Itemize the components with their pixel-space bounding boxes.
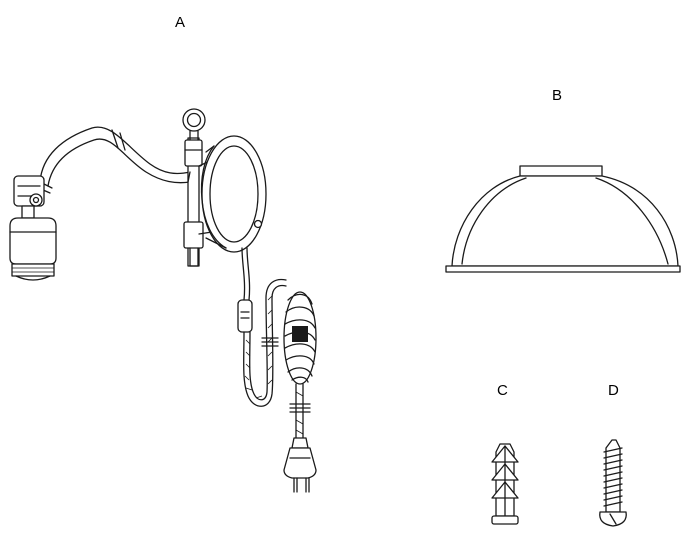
wall-lamp-arm-icon — [9, 108, 317, 493]
part-label-a: A — [175, 14, 186, 31]
wall-plug-anchor-icon — [491, 443, 519, 525]
screw-icon — [599, 439, 627, 527]
part-label-b: B — [552, 87, 563, 104]
part-label-c: C — [497, 382, 508, 399]
part-label-d: D — [608, 382, 619, 399]
cable-coil — [283, 291, 317, 385]
lamp-shade-icon — [445, 165, 681, 273]
